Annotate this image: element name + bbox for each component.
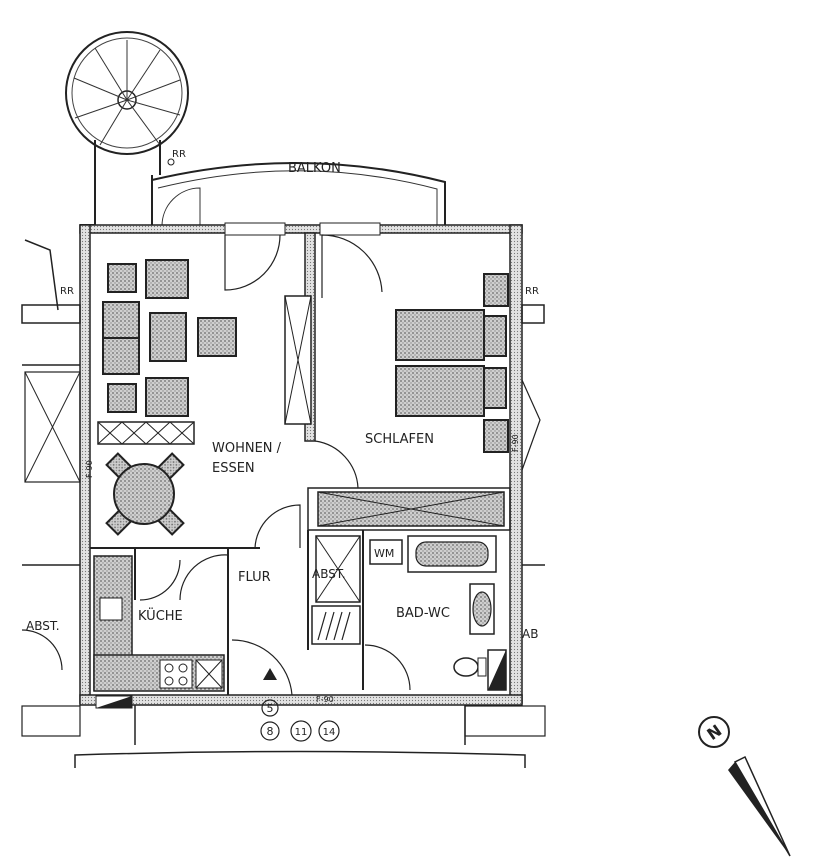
- label-abst: ABST.: [312, 567, 346, 581]
- label-essen: ESSEN: [212, 461, 255, 476]
- label-rr-left: RR: [60, 286, 74, 297]
- label-rr-top: RR: [172, 149, 186, 160]
- label-f90-right: F-90: [511, 434, 520, 452]
- dining-table: [105, 452, 185, 536]
- room-labels: BALKON WOHNEN / ESSEN SCHLAFEN FLUR ABST…: [138, 161, 450, 624]
- label-balkon: BALKON: [288, 161, 341, 176]
- annotations: RR RR RR ABST. AB F-90 F-90 F-90: [26, 149, 539, 704]
- label-abst-right: AB: [522, 627, 538, 641]
- bedroom-furniture: [284, 273, 509, 527]
- north-arrow-icon: N: [698, 716, 791, 857]
- doors: [139, 234, 411, 696]
- label-abst-left: ABST.: [26, 619, 60, 633]
- living-room-furniture: [97, 259, 237, 536]
- neighbour-left: [21, 239, 81, 737]
- unit-marker-4: 14: [323, 727, 336, 738]
- label-f90-left: F-90: [85, 460, 94, 478]
- label-schlafen: SCHLAFEN: [365, 432, 434, 447]
- unit-marker-2: 8: [267, 725, 274, 738]
- label-wm: WM: [374, 547, 394, 560]
- unit-marker-1: 5: [267, 702, 274, 715]
- label-rr-right: RR: [525, 286, 539, 297]
- spiral-staircase: [65, 31, 189, 226]
- label-flur: FLUR: [238, 570, 271, 585]
- label-kueche: KÜCHE: [138, 607, 183, 624]
- label-f90-bottom: F-90: [316, 695, 334, 704]
- level-triangle-icon: [263, 668, 277, 680]
- balcony: [151, 158, 446, 228]
- stairwell: [74, 704, 526, 768]
- unit-markers: 5 8 11 14: [260, 668, 340, 742]
- label-bad-wc: BAD-WC: [396, 606, 450, 621]
- label-wohnen: WOHNEN /: [212, 441, 282, 456]
- fixtures: [93, 535, 507, 709]
- unit-marker-3: 11: [295, 727, 308, 738]
